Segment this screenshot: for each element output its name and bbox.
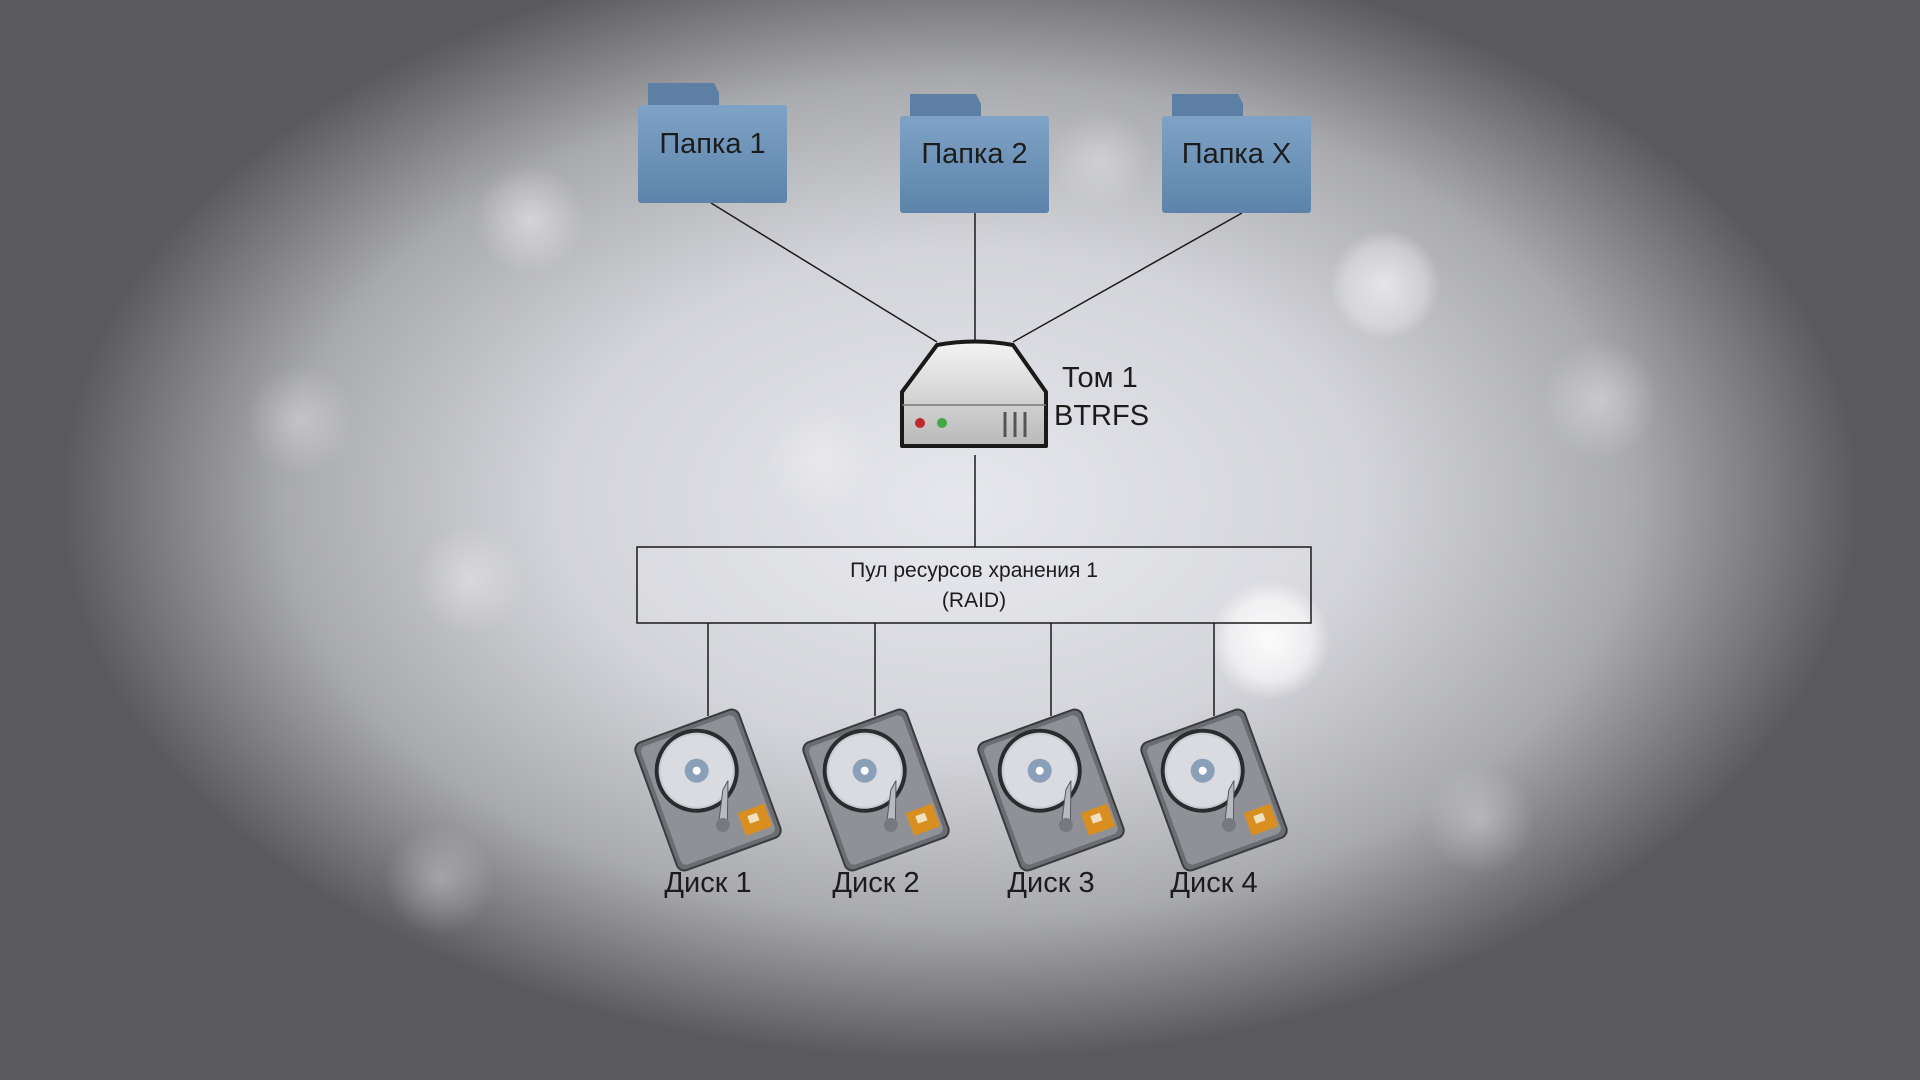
volume-filesystem: BTRFS [1054,400,1150,432]
volume-name: Том 1 [1062,362,1138,394]
storage-pool-box [636,546,1312,624]
disk-label-1: Диск 1 [664,867,752,899]
folder-icon-1 [638,83,787,203]
folder-label-1: Папка 1 [659,128,766,160]
hard-disk-icon-3 [974,705,1128,875]
hard-disk-icon-1 [631,705,785,875]
folder-label-2: Папка 2 [921,138,1028,170]
volume-drive-icon [900,339,1048,448]
disk-label-2: Диск 2 [832,867,920,899]
line-folder1-volume [710,202,938,343]
disk-label-3: Диск 3 [1007,867,1095,899]
hard-disk-icon-2 [799,705,953,875]
disk-label-4: Диск 4 [1170,867,1258,899]
pool-raid-label: (RAID) [941,589,1007,612]
folder-icon-x [1162,94,1311,213]
hard-disk-icon-4 [1137,705,1291,875]
pool-title: Пул ресурсов хранения 1 [850,559,1098,582]
led-red-icon [915,418,925,428]
folder-icon-2 [900,94,1049,213]
connector-lines [707,202,1243,716]
folder-label-x: Папка X [1181,138,1292,170]
led-green-icon [937,418,947,428]
line-folderx-volume [1012,212,1243,343]
